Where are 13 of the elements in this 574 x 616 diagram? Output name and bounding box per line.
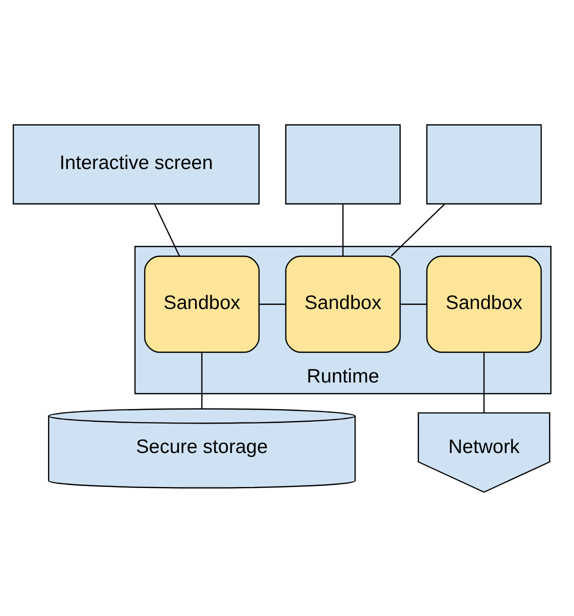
connector — [201, 352, 202, 408]
connector — [483, 352, 485, 412]
node-box: Sandbox — [144, 255, 260, 352]
node-box: Interactive screen — [12, 124, 260, 204]
node-box — [426, 124, 542, 204]
connector — [400, 303, 427, 304]
connector — [154, 204, 180, 256]
connector — [259, 303, 286, 304]
connector — [390, 203, 445, 256]
node-box: Sandbox — [426, 255, 542, 352]
connector — [342, 204, 344, 256]
node-box — [285, 124, 401, 204]
node-box: Sandbox — [285, 255, 401, 352]
